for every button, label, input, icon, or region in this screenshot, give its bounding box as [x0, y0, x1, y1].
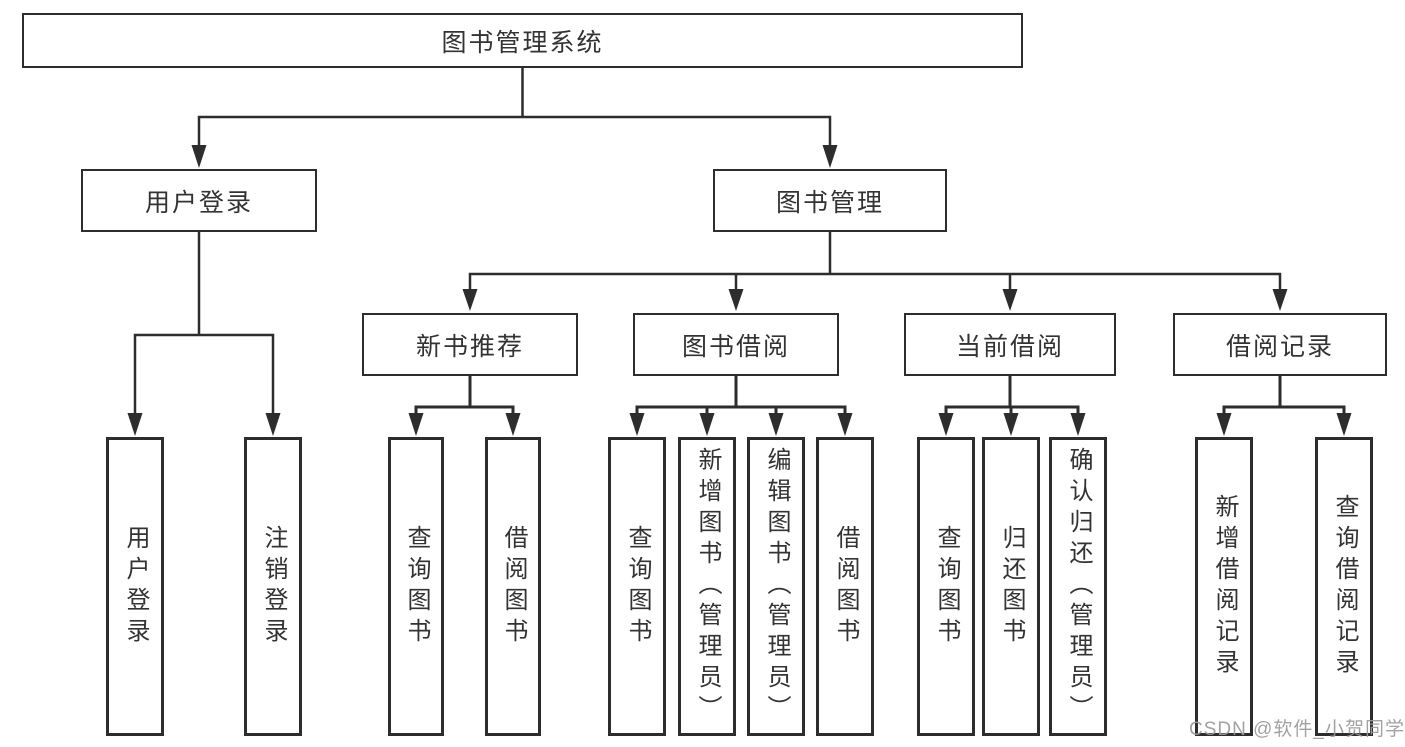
node-book-management: 图书管理	[713, 169, 947, 232]
leaf-borrow-books-borrowing-label: 借阅图书	[832, 524, 859, 649]
connector-user-login-to-children	[127, 230, 281, 436]
connector-book-management-to-level3	[462, 230, 1288, 311]
leaf-add-borrow-record-label: 新增借阅记录	[1211, 493, 1238, 680]
leaf-query-books-current-label: 查询图书	[933, 524, 960, 649]
node-book-borrowing: 图书借阅	[633, 313, 839, 376]
leaf-borrow-books-borrowing: 借阅图书	[816, 437, 874, 736]
leaf-query-books-current: 查询图书	[917, 437, 975, 736]
arrow-down-icon	[629, 413, 645, 436]
leaf-confirm-return-admin: 确认归还（管理员）	[1049, 437, 1107, 736]
arrow-down-icon	[265, 413, 281, 436]
node-borrowing-records: 借阅记录	[1173, 313, 1387, 376]
arrow-down-icon	[505, 413, 521, 436]
arrow-down-icon	[837, 413, 853, 436]
node-library-management-system: 图书管理系统	[22, 13, 1023, 68]
leaf-borrow-books-recommend-label: 借阅图书	[500, 524, 527, 649]
leaf-edit-books-admin: 编辑图书（管理员）	[747, 437, 805, 736]
arrow-down-icon	[938, 413, 954, 436]
leaf-return-books-label: 归还图书	[998, 524, 1025, 649]
leaf-query-books-recommend: 查询图书	[388, 437, 444, 736]
leaf-query-borrow-record-label: 查询借阅记录	[1331, 493, 1358, 680]
arrow-down-icon	[462, 289, 478, 311]
node-user-login: 用户登录	[81, 169, 317, 232]
arrow-down-icon	[408, 413, 424, 436]
leaf-return-books: 归还图书	[982, 437, 1040, 736]
arrow-down-icon	[1272, 289, 1288, 311]
leaf-add-borrow-record: 新增借阅记录	[1195, 437, 1253, 736]
leaf-logout: 注销登录	[244, 437, 302, 736]
arrow-down-icon	[191, 145, 207, 168]
node-current-borrowing: 当前借阅	[904, 313, 1116, 376]
leaf-borrow-books-recommend: 借阅图书	[485, 437, 541, 736]
arrow-down-icon	[1002, 289, 1018, 311]
leaf-query-books-recommend-label: 查询图书	[403, 524, 430, 649]
leaf-user-login: 用户登录	[106, 437, 164, 736]
arrow-down-icon	[1216, 413, 1232, 436]
connector-root-to-level2	[191, 66, 838, 168]
arrow-down-icon	[699, 413, 715, 436]
arrow-down-icon	[822, 145, 838, 168]
leaf-query-books-borrowing: 查询图书	[608, 437, 666, 736]
leaf-logout-label: 注销登录	[260, 524, 287, 649]
node-new-book-recommend: 新书推荐	[362, 313, 578, 376]
arrow-down-icon	[728, 289, 744, 311]
leaf-query-books-borrowing-label: 查询图书	[624, 524, 651, 649]
arrow-down-icon	[127, 413, 143, 436]
leaf-add-books-admin: 新增图书（管理员）	[678, 437, 736, 736]
leaf-edit-books-admin-label: 编辑图书（管理员）	[763, 447, 790, 726]
arrow-down-icon	[1003, 413, 1019, 436]
connector-book-borrowing-to-children	[629, 375, 853, 436]
connector-new-book-recommend-to-children	[408, 375, 521, 436]
leaf-confirm-return-admin-label: 确认归还（管理员）	[1065, 447, 1092, 726]
arrow-down-icon	[1070, 413, 1086, 436]
connector-borrowing-records-to-children	[1216, 375, 1352, 436]
leaf-add-books-admin-label: 新增图书（管理员）	[694, 447, 721, 726]
leaf-user-login-label: 用户登录	[122, 524, 149, 649]
csdn-watermark: CSDN @软件_小贺同学	[1189, 719, 1405, 740]
arrow-down-icon	[768, 413, 784, 436]
connector-current-borrowing-to-children	[938, 375, 1086, 436]
arrow-down-icon	[1336, 413, 1352, 436]
leaf-query-borrow-record: 查询借阅记录	[1315, 437, 1373, 736]
